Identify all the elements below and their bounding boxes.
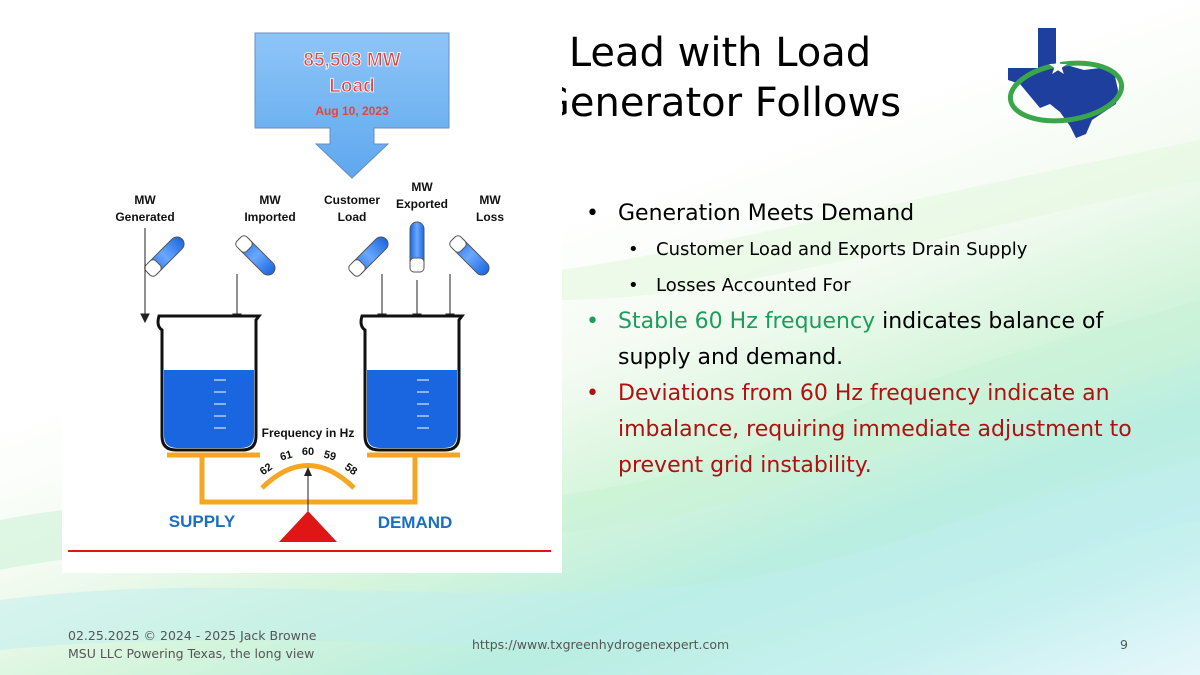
gauge-tick-59: 59 (322, 449, 337, 464)
slide-title: Lead with Load Generator Follows (520, 28, 920, 128)
bullet-generation: Generation Meets Demand (580, 196, 1140, 232)
load-arrow-callout: 85,503 MW Load Aug 10, 2023 (254, 32, 450, 179)
title-line-2: Generator Follows (538, 80, 902, 126)
subbullet-customer-load: Customer Load and Exports Drain Supply (580, 232, 1140, 268)
highlight-stable-frequency: Stable 60 Hz frequency (618, 309, 876, 334)
demand-liquid (367, 370, 457, 448)
subbullet-losses: Losses Accounted For (580, 268, 1140, 304)
frequency-gauge: Frequency in Hz 62 61 60 59 58 (258, 426, 359, 513)
page-number: 9 (1120, 637, 1128, 652)
tube-customer-load-icon (348, 236, 389, 277)
footer-copyright: 02.25.2025 © 2024 - 2025 Jack Browne MSU… (68, 627, 316, 663)
gauge-tick-60: 60 (302, 446, 314, 458)
supply-liquid (164, 370, 254, 448)
gauge-tick-62: 62 (258, 461, 275, 478)
demand-beaker-icon (359, 314, 465, 452)
bullet-stable-frequency: Stable 60 Hz frequency indicates balance… (580, 304, 1140, 376)
bullet-list: Generation Meets Demand Customer Load an… (580, 196, 1140, 484)
fulcrum-triangle (279, 511, 337, 542)
tube-loss-icon (449, 235, 490, 276)
tube-generated-icon (144, 236, 185, 277)
footer-line-2: MSU LLC Powering Texas, the long view (68, 646, 315, 661)
tube-exported-icon (409, 221, 425, 273)
title-line-1: Lead with Load (568, 30, 872, 76)
gauge-tick-61: 61 (279, 449, 294, 464)
supply-label: SUPPLY (169, 512, 236, 531)
supply-beaker-icon (156, 314, 262, 452)
stable-frequency-rest: indicates balance of supply and demand. (618, 309, 1104, 370)
footer-line-1: 02.25.2025 © 2024 - 2025 Jack Browne (68, 628, 317, 643)
bullet-deviations: Deviations from 60 Hz frequency indicate… (580, 376, 1140, 484)
load-date-text: Aug 10, 2023 (315, 104, 389, 118)
load-value-text: 85,503 MW (303, 50, 400, 71)
texas-logo-icon (1007, 28, 1125, 138)
gauge-tick-58: 58 (342, 461, 359, 478)
footer-url: https://www.txgreenhydrogenexpert.com (472, 637, 730, 652)
demand-label: DEMAND (378, 513, 453, 532)
load-label-text: Load (329, 76, 374, 97)
gauge-title: Frequency in Hz (262, 426, 355, 440)
balance-scale (167, 452, 460, 505)
tube-imported-icon (235, 235, 276, 276)
